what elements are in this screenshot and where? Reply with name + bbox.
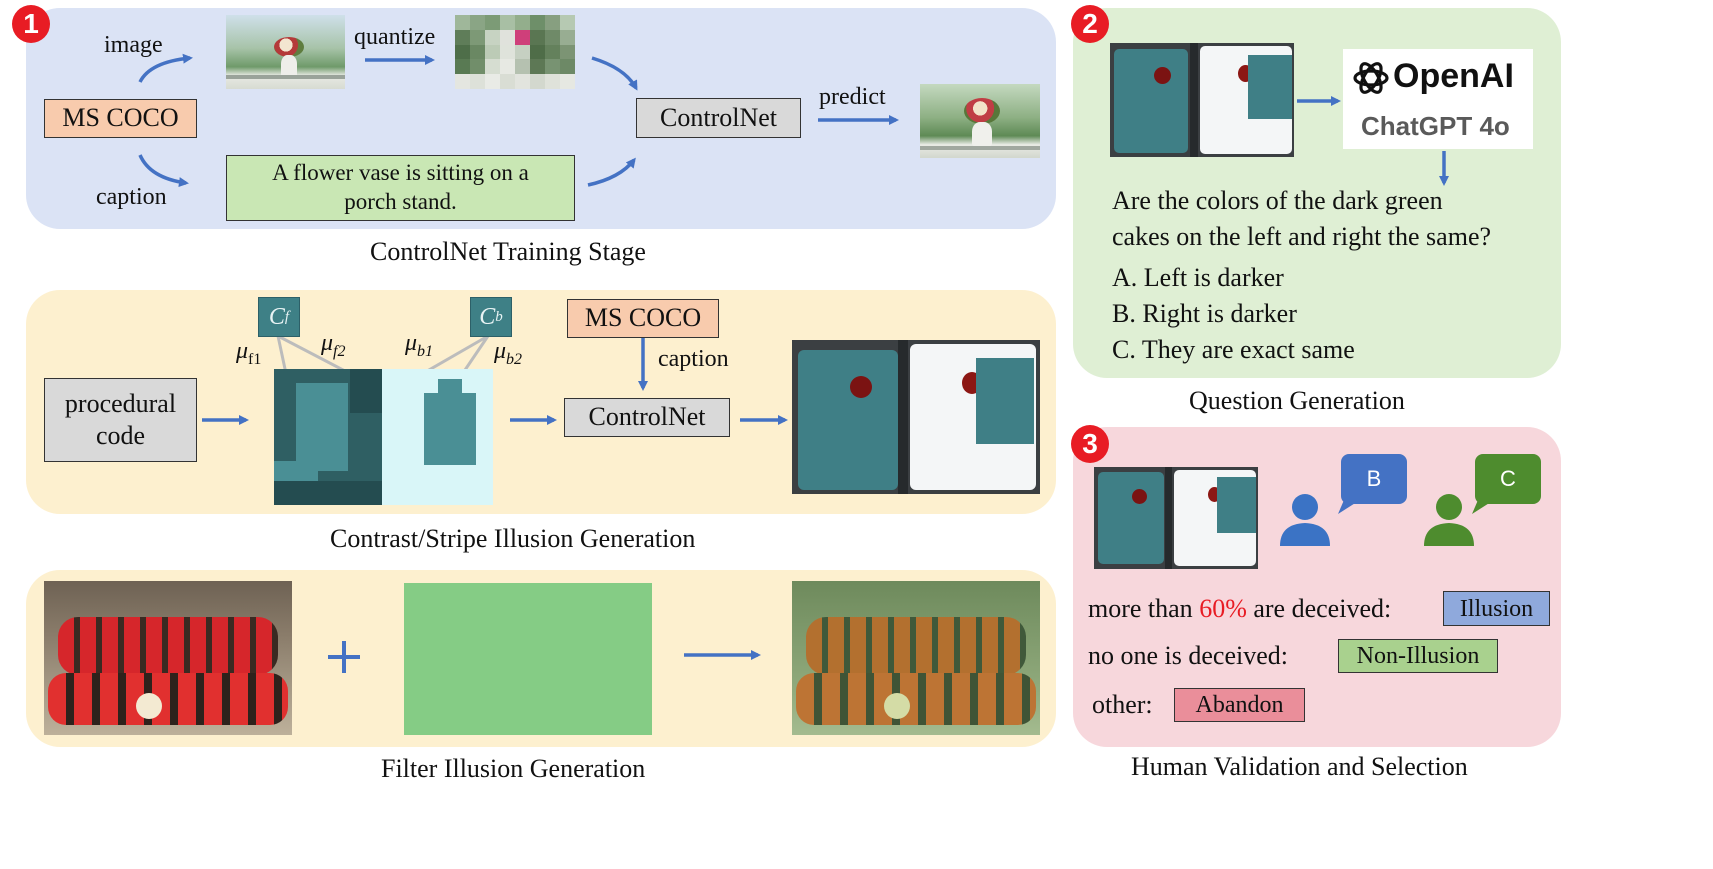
bubble-b-label: B bbox=[1366, 466, 1382, 491]
chatgpt-label: ChatGPT 4o bbox=[1361, 111, 1510, 141]
step-badge-3: 3 bbox=[1071, 425, 1109, 463]
caption-text-box: A flower vase is sitting on a porch stan… bbox=[226, 155, 575, 221]
label-image: image bbox=[104, 32, 163, 58]
controlnet-box-training: ControlNet bbox=[636, 98, 801, 138]
deceived-percentage: 60% bbox=[1199, 594, 1247, 623]
label-quantize: quantize bbox=[354, 24, 436, 50]
question-line-2: cakes on the left and right the same? bbox=[1112, 222, 1492, 251]
soccer-team-photo bbox=[44, 581, 292, 735]
arrow-mscoco-to-image bbox=[138, 53, 193, 83]
label-caption-2: caption bbox=[658, 346, 729, 372]
controlnet-box-illusion: ControlNet bbox=[564, 398, 730, 437]
label-mu-f1: μf1 bbox=[236, 338, 262, 368]
arrow-mscoco-to-caption bbox=[138, 154, 189, 187]
arrow-quantized-to-controlnet bbox=[591, 56, 638, 91]
step-badge-1: 1 bbox=[12, 5, 50, 43]
ms-coco-box-2: MS COCO bbox=[567, 299, 719, 338]
row-non-illusion-text: no one is deceived: bbox=[1088, 641, 1288, 670]
speech-bubble-b: B bbox=[1341, 454, 1407, 504]
user-icon-blue bbox=[1280, 494, 1330, 546]
label-predict: predict bbox=[819, 84, 886, 110]
option-c: C. They are exact same bbox=[1112, 335, 1355, 364]
flower-vase-photo bbox=[226, 15, 345, 89]
cake-question-image bbox=[1110, 43, 1294, 157]
label-caption: caption bbox=[96, 184, 167, 210]
bubble-c-label: C bbox=[1500, 466, 1516, 491]
arrow-caption-to-controlnet bbox=[587, 157, 636, 187]
green-filter-swatch bbox=[404, 583, 652, 735]
label-mu-b1: μb1 bbox=[405, 330, 434, 360]
quantized-image bbox=[455, 15, 575, 89]
step-badge-2: 2 bbox=[1071, 5, 1109, 43]
speech-bubble-b-tail bbox=[1338, 500, 1360, 514]
procedural-code-box: procedural code bbox=[44, 378, 197, 462]
speech-bubble-c: C bbox=[1475, 454, 1541, 504]
stage3-title: Filter Illusion Generation bbox=[381, 754, 646, 783]
validation-stage-title: Human Validation and Selection bbox=[1131, 752, 1468, 781]
openai-card: OpenAI ChatGPT 4o bbox=[1343, 49, 1533, 149]
user-icon-green bbox=[1424, 494, 1474, 546]
stage1-title: ControlNet Training Stage bbox=[370, 237, 646, 266]
predicted-output-photo bbox=[920, 84, 1040, 158]
illusion-label: Illusion bbox=[1443, 591, 1550, 626]
stage2-title: Contrast/Stripe Illusion Generation bbox=[330, 524, 696, 553]
openai-logo-icon bbox=[1353, 62, 1389, 94]
option-b: B. Right is darker bbox=[1112, 299, 1297, 328]
abandon-label: Abandon bbox=[1174, 688, 1305, 722]
label-mu-f2: μf2 bbox=[321, 330, 346, 360]
cake-illusion-image bbox=[792, 340, 1040, 494]
ms-coco-box: MS COCO bbox=[44, 99, 197, 138]
cake-validation-image bbox=[1094, 467, 1258, 569]
row-abandon-text: other: bbox=[1092, 690, 1153, 719]
filtered-soccer-photo bbox=[792, 581, 1040, 735]
option-a: A. Left is darker bbox=[1112, 263, 1284, 292]
plus-icon bbox=[328, 641, 360, 673]
procedural-pattern-image bbox=[274, 369, 493, 505]
label-mu-b2: μb2 bbox=[494, 338, 523, 368]
speech-bubble-c-tail bbox=[1472, 500, 1494, 514]
question-line-1: Are the colors of the dark green bbox=[1112, 186, 1443, 215]
row-illusion-text: more than 60% are deceived: bbox=[1088, 594, 1392, 623]
non-illusion-label: Non-Illusion bbox=[1338, 639, 1498, 673]
question-stage-title: Question Generation bbox=[1189, 386, 1405, 415]
openai-wordmark: OpenAI bbox=[1393, 57, 1514, 95]
